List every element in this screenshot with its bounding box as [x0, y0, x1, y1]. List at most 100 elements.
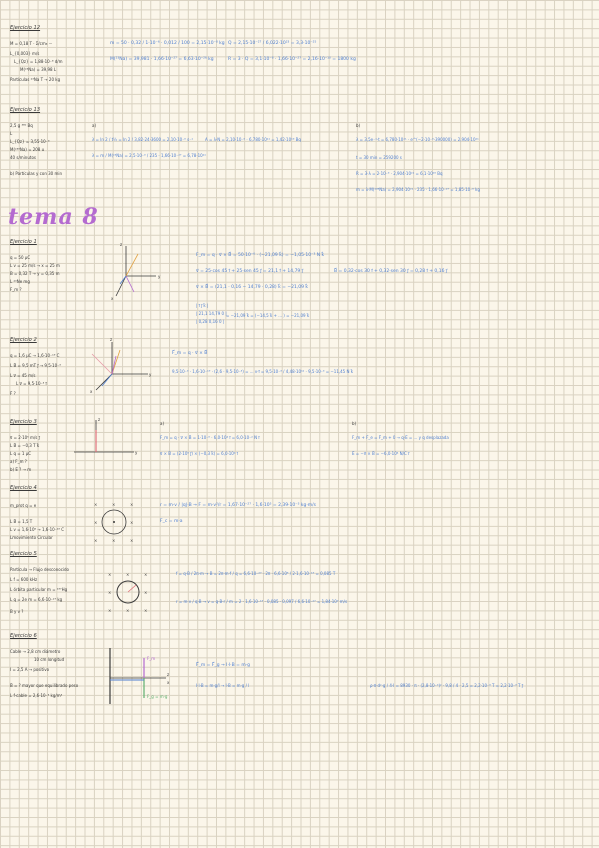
- ex1-vector-diagram: z y x: [111, 242, 161, 301]
- ex1-matrix-result: = −21,09 k⃗ = (−14,5 k⃗ + ... ) = −21,09…: [226, 313, 310, 318]
- ex1-given-2: L v = 25 m/s → x = 25 m: [10, 263, 60, 268]
- ex6-eq-3: ρ·π·d²·g / 4·I = 8930 · π · (2,8·10⁻³)² …: [370, 683, 523, 688]
- ex3-given-4: a) F_m ?: [10, 459, 27, 464]
- ex1-eq-3: B⃗ = 0,32·cos 30 i⃗ + 0,32·sen 30 j⃗ = 0…: [334, 269, 448, 274]
- ex12-eq-3: M(²³Na) = 39,981 · 1,66·10⁻²⁷ = 6,63·10⁻…: [110, 57, 214, 62]
- svg-text:×: ×: [126, 572, 129, 577]
- ex3-a-eq-2: v⃗ × B⃗ = (2·10⁵ j⃗) × (−0,3 k⃗) = 6,0·1…: [160, 451, 238, 456]
- ex1-eq-1: F_m = q · v⃗ × B⃗ = 50·10⁻⁶ · (−21,09 k⃗…: [196, 253, 325, 258]
- ex13-given-1: 2,5 g ³⁸⁰ Bq: [10, 123, 33, 128]
- ex4-given-2: L B⃗ = 1,5 T: [10, 519, 33, 524]
- ex1-matrix-row-2: | 21,1 14,79 0 |: [196, 311, 227, 316]
- ex6-given-5: L f·cable = 2,6·10⁻³ kg/m³: [10, 693, 63, 698]
- ex2-given-4: L v⃗ = 9,5·10⁻³ i⃗: [16, 381, 47, 386]
- ex6-given-3: I = 2,5 A → positivo: [10, 667, 50, 672]
- svg-text:×: ×: [144, 590, 147, 595]
- ex6-label-fg: F_g = m·g: [147, 694, 168, 699]
- ex4-given-4: Lmovimiento Circular: [10, 535, 53, 540]
- ex6-force-diagram: F_m F_g = m·g z x: [109, 648, 170, 704]
- ex1-axis-x: x: [111, 296, 114, 301]
- ex3-a-eq-1: F_m = q · v⃗ × B⃗ = 1·10⁻⁶ · 6,0·10⁴ i⃗ …: [160, 435, 260, 440]
- ex2-axis-x: x: [90, 389, 93, 394]
- ex3-b-eq-1: F_m + F⃗_e = F⃗_m + 0 → q·E⃗ = ... y q d…: [352, 435, 449, 440]
- ex13-a-eq-3: λ = m / M(²³Na) = 2,5·10⁻³ / 235 · 1,66·…: [92, 153, 206, 158]
- ex3-axis-z: z: [98, 417, 100, 422]
- ex1-given-1: q = 50 μC: [10, 255, 31, 260]
- svg-text:×: ×: [94, 520, 97, 525]
- ex3-axis-y: y: [135, 450, 138, 455]
- ex2-axis-y: y: [149, 372, 152, 377]
- ex5-given-5: B y v ?: [10, 609, 24, 614]
- ex1-given-5: F_m ?: [10, 287, 22, 292]
- ex2-eq-1: F⃗_m = q · v⃗ × B⃗: [172, 351, 208, 356]
- ex13-heading: Ejercicio 13: [10, 107, 41, 113]
- ex13-a-eq-1: λ = ln 2 / t½ = ln 2 / 3,82·24·3600 = 2,…: [92, 137, 193, 142]
- ex3-given-5: b) E⃗ ? → m: [10, 467, 32, 472]
- ex3-heading: Ejercicio 3: [10, 419, 37, 425]
- ex2-axis-z: z: [110, 337, 112, 342]
- ex4-eq-1: r = m·v / |q|·B → F = m·v²/r = 1,67·10⁻²…: [160, 503, 316, 508]
- ex6-axis-x: x: [167, 680, 170, 685]
- ex12-eq-4: R = 3 · Q = 3,1·10⁻⁸ · 1,66·10⁻²⁷ = 2,16…: [228, 57, 356, 62]
- ex6-eq-2: I·l·B = m·g/l → I·B = m·g / l: [196, 683, 250, 688]
- ex5-eq-1: f = q·B / 2π·m → B = 2π·m·f / q = 6,6·10…: [176, 571, 336, 576]
- ex4-circular-orbit-diagram: ××× ×× ×××: [94, 502, 133, 543]
- ex3-given-1: v⃗ = 2·10⁵ m/s j⃗: [10, 435, 40, 440]
- svg-text:×: ×: [144, 608, 147, 613]
- ex13-given-4: M(²³⁸Na) = 208 u: [10, 147, 45, 152]
- ex12-given-2: L_{0,003} m/s: [10, 51, 40, 56]
- ex3-b-eq-2: E⃗ = −v⃗ × B⃗ = −6,0·10⁴ N/C i⃗: [352, 451, 410, 456]
- ex12-given-3: L_{Qz} = 1,88·10⁻⁸ d/m: [14, 59, 63, 64]
- ex2-given-1: q = 1,6 μC → 1,6·10⁻¹⁹ C: [10, 353, 60, 358]
- ex1-eq-2: v⃗ = 25·cos 45 i⃗ + 25·sen 45 j⃗ = 21,1 …: [196, 269, 303, 274]
- ex6-given-2: 10 cm longitud: [34, 657, 65, 662]
- svg-text:×: ×: [130, 502, 133, 507]
- ex6-given-1: Cable → 2,8 cm diámetro: [10, 649, 61, 654]
- ex1-axis-z: z: [120, 242, 122, 247]
- ex1-eq-4: v⃗ × B⃗ = (21,1 · 0,16 − 14,79 · 0,28) k…: [196, 285, 309, 290]
- ex13-b-eq-4: m = λ·M(²³⁸Na) = 2,904·10²¹ · 235 · 1,66…: [356, 187, 481, 192]
- ex5-given-4: L q = 2e m = 6,6·10⁻²⁷ kg: [10, 597, 63, 602]
- ex3-part-b-label: b): [352, 421, 357, 426]
- ex5-given-1: Partícula → Flujo desconocido: [10, 567, 69, 572]
- svg-text:×: ×: [94, 502, 97, 507]
- svg-text:×: ×: [112, 502, 115, 507]
- ex4-heading: Ejercicio 4: [10, 485, 37, 491]
- ex5-given-2: L f = 600 kHz: [10, 577, 38, 582]
- ex12-given-5: Partículas ²³Na T → 20 kg: [10, 77, 61, 82]
- svg-text:×: ×: [130, 538, 133, 543]
- ex5-heading: Ejercicio 5: [10, 551, 37, 557]
- ex13-part-a-label: a): [92, 123, 97, 128]
- ex12-heading: Ejercicio 12: [10, 25, 41, 31]
- ex1-matrix-row-3: | 0,28 0,16 0 |: [196, 319, 225, 324]
- ex1-given-3: B = 0,32 T → y = 0,35 m: [10, 271, 60, 276]
- ex4-eq-2: F_c = m·a: [160, 519, 183, 524]
- ex1-matrix-row-1: | i⃗ j⃗ k⃗ |: [196, 303, 209, 308]
- ex2-given-5: F⃗ ?: [10, 391, 16, 396]
- ex1-heading: Ejercicio 1: [10, 239, 37, 245]
- ex4-given-3: L v = 1,6·10⁵ → 1,6·10⁻¹⁹ C: [10, 527, 65, 532]
- ex12-eq-1: m = 50 · 0,32 / 1·10⁻⁶ · 0,012 / 100 = 2…: [110, 41, 225, 46]
- ex13-given-5: 40 s/minutos: [10, 155, 36, 160]
- svg-text:×: ×: [108, 608, 111, 613]
- ex12-eq-2: Q = 2,15·10⁻²⁷ / 6,022·10²³ = 3,3·10⁻²⁵: [228, 41, 317, 46]
- svg-text:×: ×: [144, 572, 147, 577]
- ex3-part-a-label: a): [160, 421, 165, 426]
- svg-text:×: ×: [108, 590, 111, 595]
- ex12-given-4: M(²³Na) = 39,98 L: [20, 67, 57, 72]
- ex3-given-3: L q = 1 μC: [10, 451, 32, 456]
- svg-text:×: ×: [108, 572, 111, 577]
- ex2-given-2: L B⃗ = 9,5 mT j⃗ → 9,5·10⁻³: [10, 363, 61, 368]
- ex13-b-eq-3: R = 3·λ = 2·10⁻⁶ · 2,904·10²¹ = 6,1·10¹⁵…: [356, 171, 443, 176]
- svg-text:×: ×: [126, 608, 129, 613]
- ex2-given-3: L v⃗ = 45 m/s: [10, 373, 36, 378]
- ex13-given-6: b) Partículas y con 30 min: [10, 171, 63, 176]
- ex13-b-eq-1: λ = 3,5e⁻¹·t = 6,780·10²¹ · e^(−2·10⁻⁶·3…: [356, 137, 479, 142]
- ex13-given-2: L: [10, 131, 13, 136]
- svg-text:×: ×: [130, 520, 133, 525]
- ex6-given-4: B⃗ = ? mayor que equilibrado peso: [10, 683, 79, 688]
- ex5-eq-2: r = m·v / q·B → v = q·B·r / m = 2 · 1,6·…: [176, 599, 348, 604]
- section-title: tema 8: [8, 204, 99, 230]
- ex3-vector-diagram: z y: [74, 417, 138, 455]
- ex1-axis-y: y: [158, 274, 161, 279]
